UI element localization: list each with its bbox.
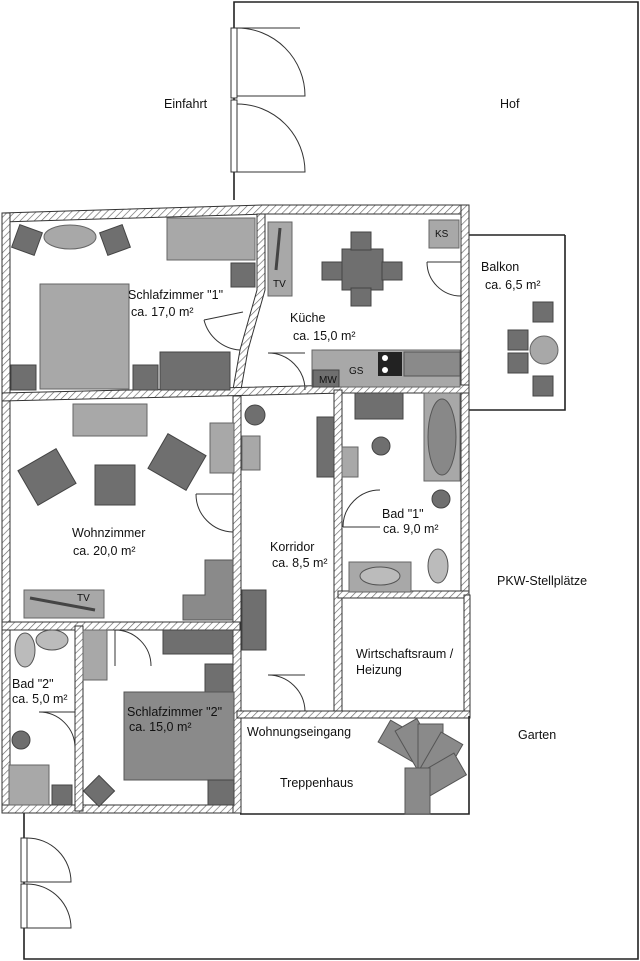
label-tv-living: TV — [77, 593, 90, 604]
area-kueche: ca. 15,0 m² — [293, 329, 356, 343]
label-garten: Garten — [518, 728, 556, 742]
area-korridor: ca. 8,5 m² — [272, 556, 328, 570]
area-schlafzimmer1: ca. 17,0 m² — [131, 305, 194, 319]
treppenhaus-outline — [240, 716, 470, 815]
gate-einfahrt — [230, 27, 306, 173]
label-einfahrt: Einfahrt — [164, 97, 208, 111]
staircase — [377, 717, 468, 815]
label-bad2: Bad "2" — [12, 677, 54, 691]
label-mw: MW — [319, 375, 337, 386]
corridor-furniture — [241, 404, 335, 712]
bath1-furniture — [341, 392, 461, 593]
bedroom1-furniture — [10, 217, 256, 391]
area-wohnzimmer: ca. 20,0 m² — [73, 544, 136, 558]
label-tv-kitchen: TV — [273, 279, 286, 290]
balcony-furniture — [507, 301, 559, 397]
label-kueche: Küche — [290, 311, 325, 325]
label-schlafzimmer2: Schlafzimmer "2" — [127, 705, 222, 719]
label-hof: Hof — [500, 97, 520, 111]
labels: Einfahrt Hof Schlafzimmer "1" ca. 17,0 m… — [12, 97, 587, 790]
area-balkon: ca. 6,5 m² — [485, 278, 541, 292]
label-korridor: Korridor — [270, 540, 314, 554]
area-bad1: ca. 9,0 m² — [383, 522, 439, 536]
label-pkw: PKW-Stellplätze — [497, 574, 587, 588]
bath2-furniture — [8, 629, 76, 806]
label-heizung: Heizung — [356, 663, 402, 677]
label-gs: GS — [349, 366, 364, 377]
gate-garden — [20, 837, 72, 929]
label-ks: KS — [435, 229, 449, 240]
living-furniture — [17, 403, 235, 621]
bedroom2-furniture — [82, 629, 235, 808]
label-balkon: Balkon — [481, 260, 519, 274]
label-treppenhaus: Treppenhaus — [280, 776, 353, 790]
label-wohnungseingang: Wohnungseingang — [247, 725, 351, 739]
label-wirtschaftsraum: Wirtschaftsraum / — [356, 647, 454, 661]
label-schlafzimmer1: Schlafzimmer "1" — [128, 288, 223, 302]
area-schlafzimmer2: ca. 15,0 m² — [129, 720, 192, 734]
label-bad1: Bad "1" — [382, 507, 424, 521]
area-bad2: ca. 5,0 m² — [12, 692, 68, 706]
label-wohnzimmer: Wohnzimmer — [72, 526, 145, 540]
kitchen-furniture — [267, 219, 462, 391]
